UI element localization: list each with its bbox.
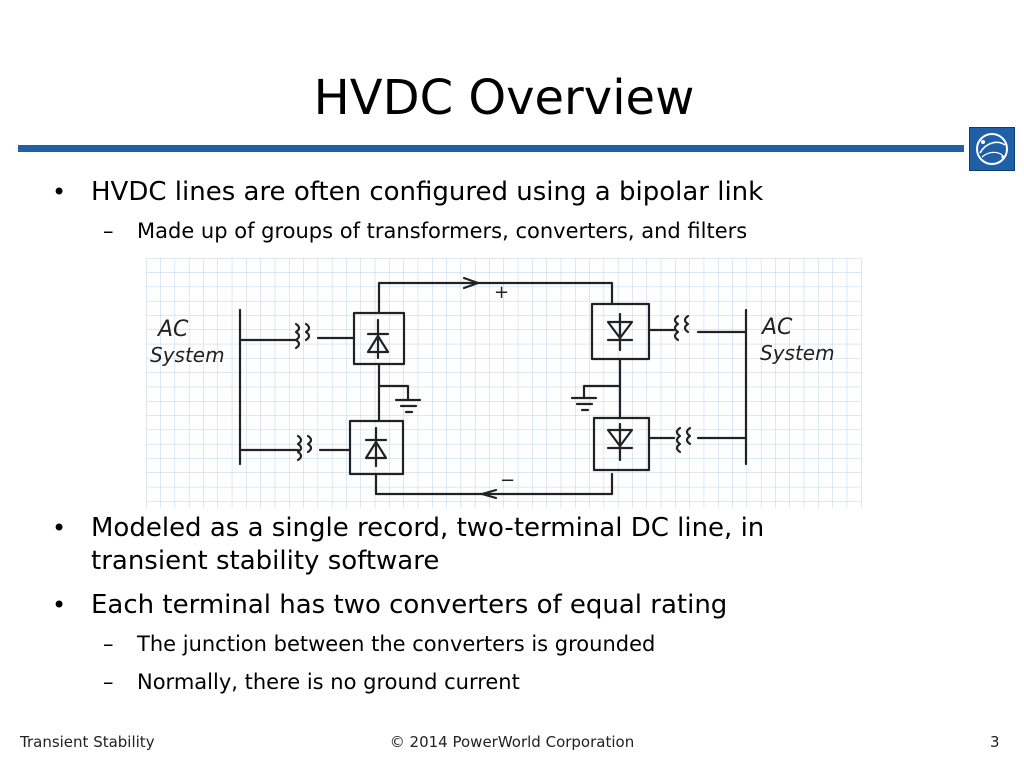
ac-system-right-line1: AC: [760, 315, 793, 340]
bipolar-link-diagram: AC System AC System + −: [146, 258, 862, 508]
ac-system-left-line2: System: [150, 343, 225, 367]
subbullet-marker: –: [103, 632, 114, 656]
bullet-item: • Each terminal has two converters of eq…: [52, 589, 851, 621]
page-number: 3: [990, 733, 1000, 751]
subbullet-text: The junction between the converters is g…: [137, 632, 656, 656]
bullet-marker: •: [52, 514, 67, 542]
subbullet-marker: –: [103, 670, 114, 694]
subbullet-item: – The junction between the converters is…: [103, 631, 897, 657]
subbullet-text: Made up of groups of transformers, conve…: [137, 219, 748, 243]
ac-system-left-line1: AC: [156, 317, 189, 342]
bullet-text: Modeled as a single record, two-terminal…: [91, 513, 765, 543]
footer-left: Transient Stability: [20, 733, 155, 751]
subbullet-text: Normally, there is no ground current: [137, 670, 520, 694]
bullet-item: • HVDC lines are often configured using …: [52, 176, 851, 208]
bullet-text: Each terminal has two converters of equa…: [91, 590, 728, 620]
bullet-text: HVDC lines are often configured using a …: [91, 177, 764, 207]
bullet-text: transient stability software: [91, 546, 440, 576]
bullet-item: • Modeled as a single record, two-termin…: [52, 512, 851, 544]
negative-pole-label: −: [500, 470, 515, 491]
title-rule: [18, 145, 964, 152]
subbullet-item: – Normally, there is no ground current: [103, 669, 897, 695]
subbullet-marker: –: [103, 219, 114, 243]
bullet-marker: •: [52, 178, 67, 206]
slide-title: HVDC Overview: [313, 70, 695, 126]
bullet-marker: •: [52, 591, 67, 619]
ac-system-right-line2: System: [760, 341, 835, 365]
footer-copyright: © 2014 PowerWorld Corporation: [389, 733, 635, 751]
positive-pole-label: +: [494, 282, 509, 303]
powerworld-logo-icon: [969, 127, 1015, 171]
bullet-continuation: transient stability software: [91, 545, 851, 577]
subbullet-item: – Made up of groups of transformers, con…: [103, 218, 897, 244]
